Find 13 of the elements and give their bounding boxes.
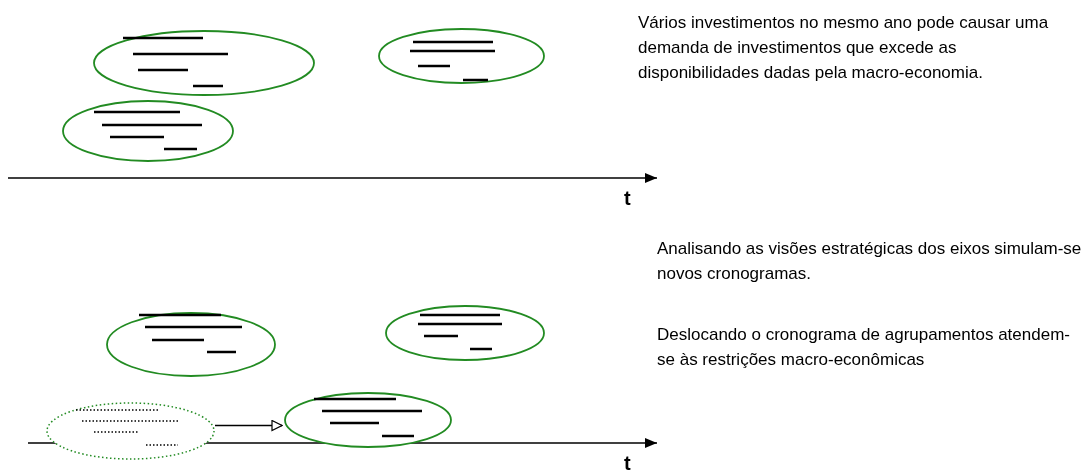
note-text: Analisando as visões estratégicas dos eixos simulam-se novos cronogramas. (657, 238, 1082, 285)
ellipse-drawing (385, 305, 545, 361)
ellipse-drawing (62, 100, 234, 162)
axis-label: t (624, 452, 631, 473)
axis-label: t (624, 187, 631, 210)
dotted-ellipse-drawing (46, 402, 215, 460)
arrow (214, 419, 283, 432)
ellipse-drawing (106, 312, 276, 377)
note-text: Deslocando o cronograma de agrupamentos atendem-se às restrições macro-econômicas (657, 324, 1071, 371)
ellipse-drawing (93, 30, 315, 96)
ellipse-drawing (378, 28, 545, 84)
ellipse-drawing (284, 392, 452, 448)
note-text: Vários investimentos no mesmo ano pode causar uma demanda de investimentos que excede as disponibilidades dadas pela macro-economia. (638, 12, 1050, 84)
